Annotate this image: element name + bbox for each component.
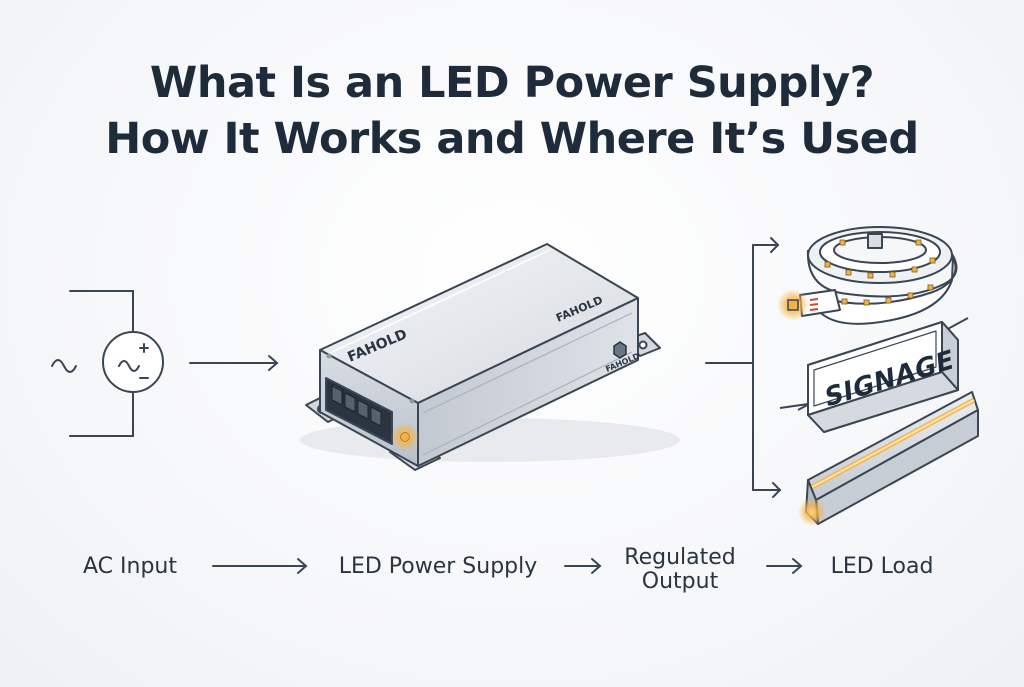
signage-box: [779, 317, 969, 433]
plus-sign: [139, 343, 149, 353]
ac-source-icon: [102, 331, 164, 393]
flow-arrow-3: [766, 558, 803, 574]
ac-wire-bottom: [69, 390, 134, 437]
title-line-2: How It Works and Where It’s Used: [105, 114, 919, 164]
status-led: [400, 432, 410, 442]
led-power-supply-device: [300, 243, 680, 471]
caption-ac-input: AC Input: [83, 554, 177, 579]
ac-source-symbol: [51, 290, 164, 437]
caption-led-power-supply: LED Power Supply: [338, 554, 538, 579]
terminal-block: [325, 377, 393, 445]
flow-arrow-1: [212, 558, 308, 574]
led-strip-reel: [799, 226, 958, 325]
brand-logo-icon: [613, 341, 627, 359]
sine-wave-icon: [51, 359, 77, 373]
title-line-1: What Is an LED Power Supply?: [149, 58, 875, 108]
caption-led-load: LED Load: [830, 554, 934, 579]
output-branch-lines: [705, 237, 782, 498]
ac-wire-top: [69, 290, 134, 334]
caption-regulated-line-1: Regulated: [624, 545, 736, 570]
ac-source-wave: [118, 360, 140, 372]
led-strip-connector: [777, 289, 819, 321]
psu-side-face: [417, 297, 639, 467]
caption-regulated-output: Regulated Output: [605, 546, 755, 594]
led-strip-chips: [824, 239, 936, 306]
profile-led-glow: [798, 498, 826, 526]
caption-regulated-line-2: Output: [641, 569, 719, 594]
arrow-ac-to-psu: [189, 355, 279, 371]
flow-arrow-2: [564, 558, 602, 574]
